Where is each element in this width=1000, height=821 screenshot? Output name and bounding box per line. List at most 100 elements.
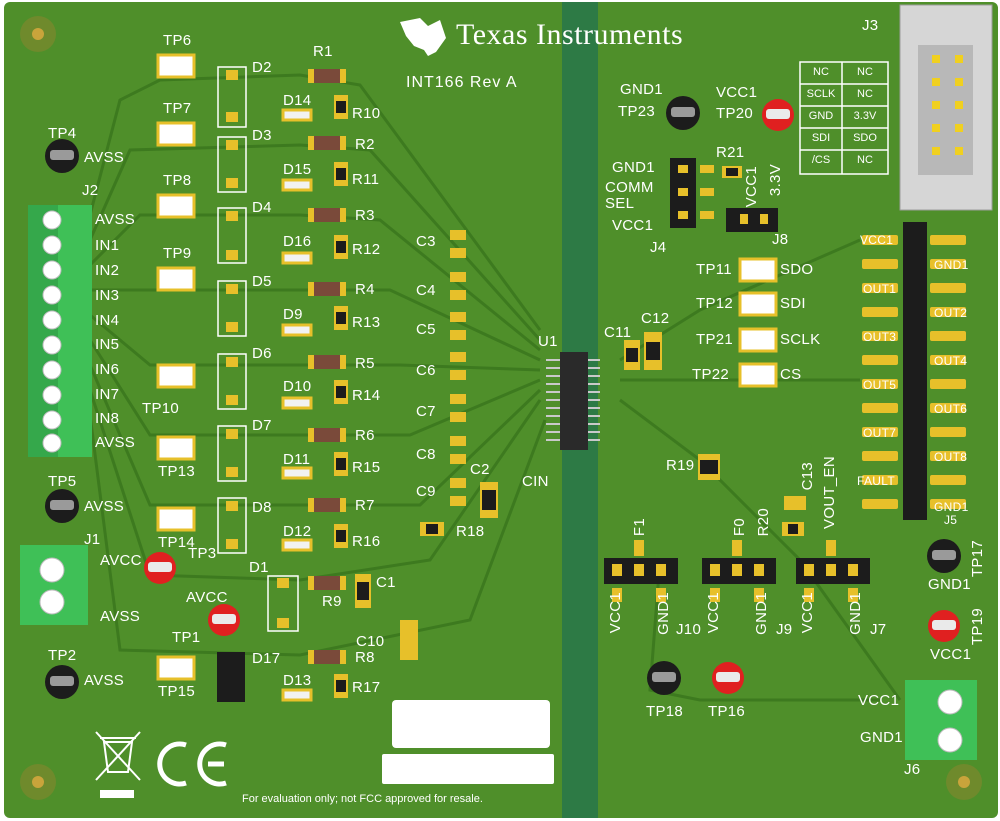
test-point-posts [45,96,961,699]
r9-label: R9 [322,593,342,610]
capacitor-column [450,230,466,506]
r19-label: R19 [666,457,695,474]
terminal-screws [42,210,62,453]
j4-pin: COMM [605,179,654,196]
tp19-net: VCC1 [930,646,972,663]
c1-label: C1 [376,574,396,591]
tp11-net: SDO [780,261,814,278]
tp5-label: TP5 [48,473,77,490]
vout-en-label: VOUT_EN [821,456,838,529]
j2-label: J2 [82,182,99,199]
j8-pin: 3.3V [767,164,784,197]
d3-label: D3 [252,127,272,144]
tp17-label: TP17 [969,540,986,578]
j1-label: J1 [84,531,101,548]
weee-bin-icon [95,731,141,798]
j2-pin: AVSS [95,434,136,451]
j5-left-pin: FAULT [857,474,895,488]
tp7-label: TP7 [163,100,192,117]
c8-label: C8 [416,446,436,463]
r7-label: R7 [355,497,375,514]
test-point-pads [156,53,778,681]
f0-label: F0 [731,518,748,537]
r17-label: R17 [352,679,381,696]
resistor-array [308,69,346,664]
j3-label: J3 [862,17,879,34]
tp19-label: TP19 [969,608,986,646]
j5-left-pin: VCC1 [860,233,894,247]
c7-label: C7 [416,403,436,420]
d7-label: D7 [252,417,272,434]
j3-cell: GND [808,110,834,122]
r4-label: R4 [355,281,375,298]
d17-label: D17 [252,650,281,667]
c6-label: C6 [416,362,436,379]
j9-vcc1: VCC1 [705,592,722,634]
d11-label: D11 [283,451,311,468]
d2-label: D2 [252,59,272,76]
tp11-label: TP11 [696,261,732,278]
j3-cell: /CS [811,154,831,166]
r8-label: R8 [355,649,375,666]
tp20-label: TP20 [716,105,754,122]
terminal-block-j6 [905,680,977,760]
j5-left-pin: OUT7 [863,426,897,440]
j5-right-pin: OUT4 [934,354,968,368]
d10-label: D10 [283,378,312,395]
r6-label: R6 [355,427,375,444]
tp1-net: AVCC [186,589,228,606]
d9-label: D9 [283,306,303,323]
j5-right-pin: OUT8 [934,450,968,464]
c13-label: C13 [799,462,816,491]
d14-label: D14 [283,92,312,109]
tp13-label: TP13 [158,463,196,480]
j7-vcc1: VCC1 [799,592,816,634]
d8-label: D8 [252,499,272,516]
ce-mark-icon [157,741,227,787]
j3-cell: SDO [853,132,877,144]
small-resistors [217,95,806,702]
j2-pin: IN3 [95,287,120,304]
d12-label: D12 [283,523,312,540]
tp22-label: TP22 [692,366,730,383]
j8-pin2: VCC1 [743,166,760,208]
blank-label-bottom [382,754,554,784]
ti-logo-icon [400,18,446,56]
pin-header-j8 [726,208,778,232]
r14-label: R14 [352,387,381,404]
c12-label: C12 [641,310,670,327]
zener-diodes [281,108,313,702]
j2-pin: IN4 [95,312,120,329]
tp5-net: AVSS [84,498,125,515]
tp12-label: TP12 [696,295,734,312]
tp4-label: TP4 [48,125,77,142]
d6-label: D6 [252,345,272,362]
tp23-net: GND1 [620,81,663,98]
j2-pin: IN2 [95,262,120,279]
tp3-label: TP3 [188,545,217,562]
j3-cell: NC [813,66,829,78]
j5-right-pin: OUT2 [934,306,968,320]
blank-label-top [392,700,550,748]
f1-label: F1 [631,518,648,537]
j6-pin: GND1 [860,729,903,746]
r13-label: R13 [352,314,381,331]
tp21-net: SCLK [780,331,821,348]
diode-pads [226,70,289,628]
j3-cell: SCLK [806,88,836,100]
ic-u1 [546,352,600,450]
j3-pin-table [799,61,889,175]
board-revision: INT166 Rev A [406,74,518,91]
pin-header-j4 [670,158,714,228]
j1-pin: AVCC [100,552,142,569]
j3-cell: 3.3V [853,110,877,122]
jumper-headers [604,540,870,602]
pin-header-j5 [862,222,966,520]
tp20-net: VCC1 [716,84,758,101]
j3-cell: SDI [811,132,831,144]
j7-label: J7 [870,621,887,638]
j3-cell: NC [857,66,873,78]
j4-pin: GND1 [612,159,655,176]
